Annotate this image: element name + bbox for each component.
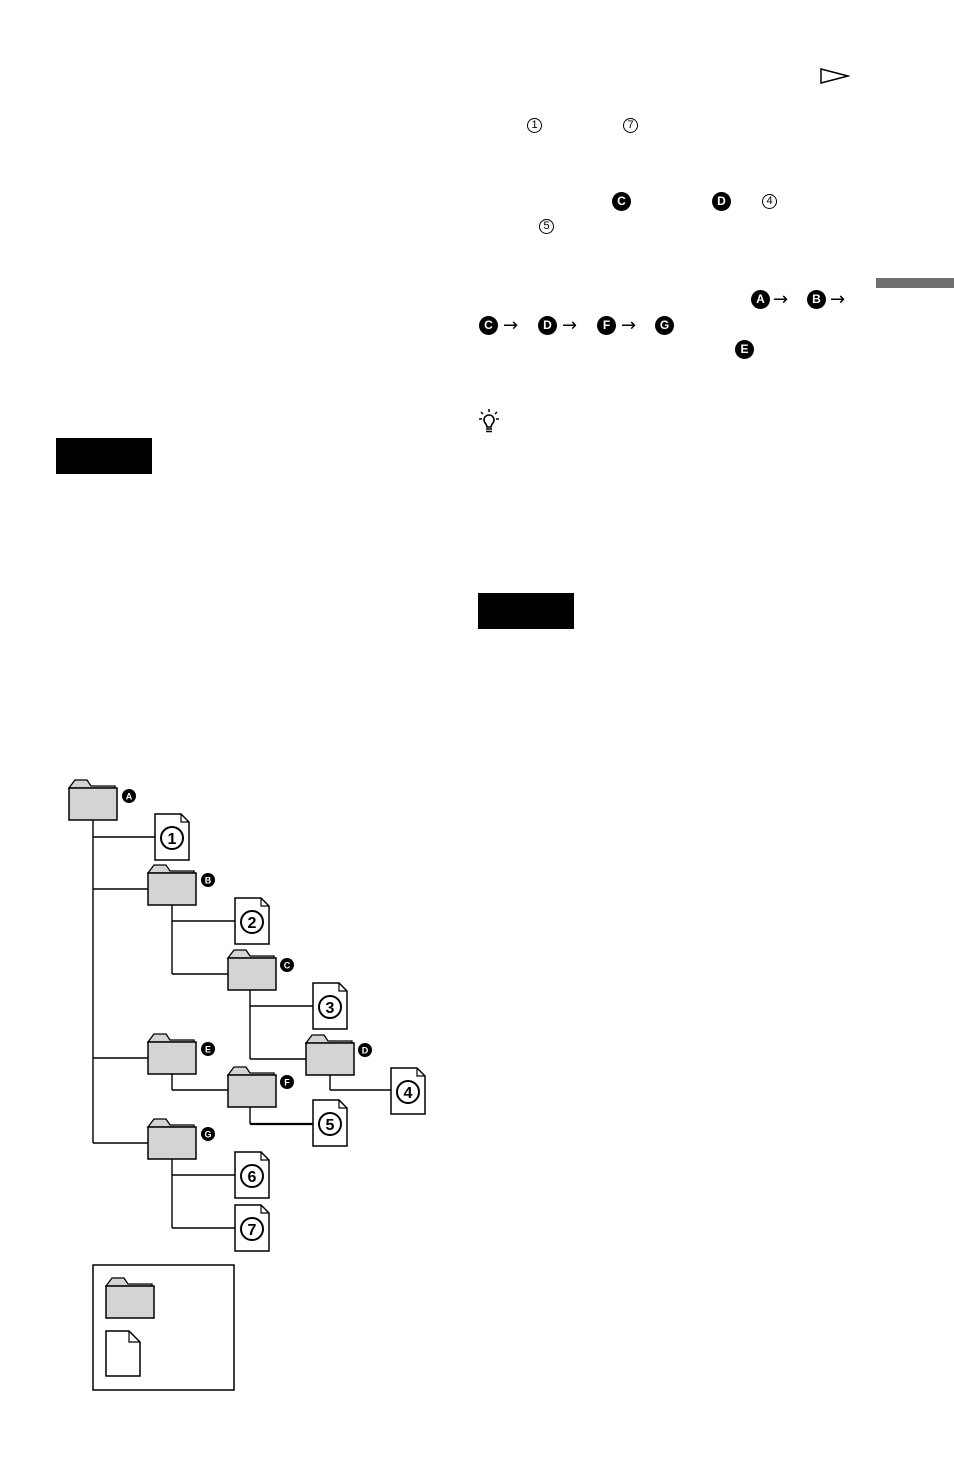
order-badge-b: B [807,290,826,309]
folder-icon [147,1118,197,1160]
folder-tree-diagram: 1 2 3 4 5 6 7 A B C D E F G [68,779,426,1391]
folder-letter: G [204,1130,211,1140]
track-number-4: 4 [762,194,777,209]
order-badge-d: D [538,316,557,335]
file-number: 1 [168,831,177,848]
order-arrow-icon: → [830,289,846,310]
folder-icon [227,949,277,991]
order-arrow-icon: → [503,315,519,336]
order-arrow-icon: → [621,315,637,336]
file-number: 2 [248,915,257,932]
legend-box [92,1264,235,1391]
note-heading-bar-right [478,593,574,629]
legend-folder-icon [105,1277,155,1319]
order-badge-c: C [479,316,498,335]
folder-letter: E [205,1045,211,1055]
file-number: 4 [404,1085,413,1102]
file-number: 3 [326,1000,335,1017]
track-number-first: 1 [527,118,542,133]
track-number-5: 5 [539,219,554,234]
folder-letter: A [126,792,133,802]
folder-icon [227,1066,277,1108]
track-number-last: 7 [623,118,638,133]
folder-letter: F [284,1078,290,1088]
order-badge-f: F [597,316,616,335]
file-number: 6 [248,1169,257,1186]
folder-letter: C [284,961,291,971]
note-heading-bar-left [56,438,152,474]
folder-letter: D [362,1046,369,1056]
folder-badge-c: C [612,192,631,211]
order-badge-g: G [655,316,674,335]
folder-icon [147,864,197,906]
lightbulb-hint-icon [479,409,499,433]
order-arrow-icon: → [773,289,789,310]
order-badge-a: A [751,290,770,309]
folder-icon [147,1033,197,1075]
order-arrow-icon: → [562,315,578,336]
file-number: 5 [326,1117,335,1134]
play-triangle-icon [820,68,850,84]
file-number: 7 [248,1222,257,1239]
legend-file-icon [105,1330,141,1377]
folder-icon [68,779,118,821]
order-badge-e: E [735,340,754,359]
folder-badge-d: D [712,192,731,211]
chapter-side-tab [876,278,954,288]
folder-letter: B [205,876,212,886]
folder-icon [305,1034,355,1076]
